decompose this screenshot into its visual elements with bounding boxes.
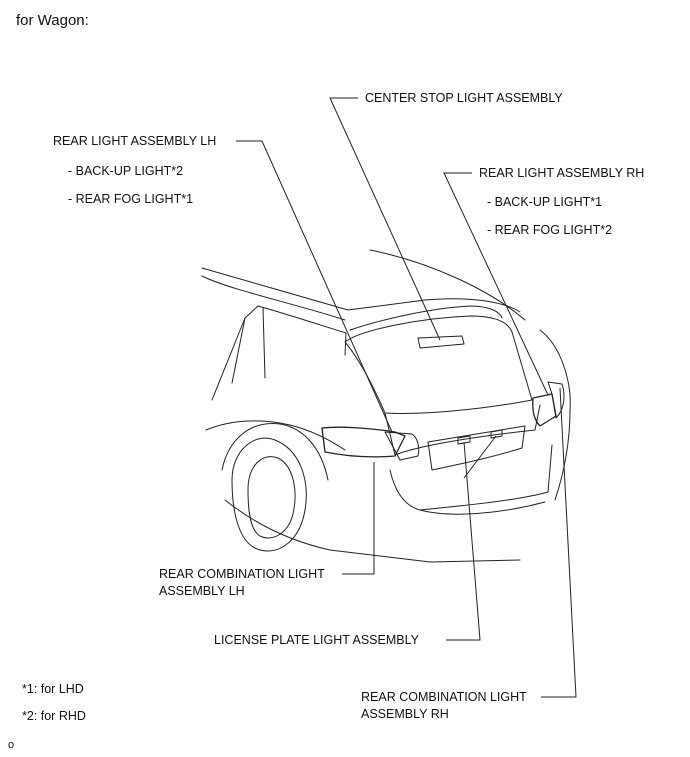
car-side-upper xyxy=(201,275,346,321)
car-bumper xyxy=(389,444,553,511)
label-license-plate-light: LICENSE PLATE LIGHT ASSEMBLY xyxy=(214,633,419,647)
car-bumper-lower xyxy=(419,501,546,515)
license-plate-light-right xyxy=(490,429,503,439)
car-rear-spoiler xyxy=(349,305,503,331)
label-rear-combination-rh-1: REAR COMBINATION LIGHT xyxy=(361,690,527,704)
label-center-stop-light: CENTER STOP LIGHT ASSEMBLY xyxy=(365,91,563,105)
leader-rear-light-lh xyxy=(236,140,393,433)
leader-license-plate xyxy=(446,441,481,641)
label-rear-combination-rh-2: ASSEMBLY RH xyxy=(361,707,449,721)
note-rhd: *2: for RHD xyxy=(22,709,86,723)
car-side-window-divider xyxy=(231,307,266,384)
car-rear-window xyxy=(344,315,533,414)
car-roof-line xyxy=(201,267,521,313)
figure-code: o xyxy=(8,739,15,751)
car-rear-wheel-inner xyxy=(247,456,296,539)
leader-rear-light-rh xyxy=(443,172,549,396)
rear-light-rh xyxy=(532,393,557,427)
label-rh-backup-light: - BACK-UP LIGHT*1 xyxy=(487,195,603,209)
page-title: for Wagon: xyxy=(16,12,89,29)
car-side-window xyxy=(211,305,347,401)
license-plate-light-left xyxy=(457,435,471,445)
note-lhd: *1: for LHD xyxy=(22,682,84,696)
leader-rear-comb-lh xyxy=(342,462,375,575)
rear-combination-light-rh xyxy=(547,381,565,419)
car-plate-recess xyxy=(427,425,526,471)
label-rear-light-lh: REAR LIGHT ASSEMBLY LH xyxy=(53,134,217,148)
label-rh-rear-fog-light: - REAR FOG LIGHT*2 xyxy=(487,223,613,237)
car-hatch-lower xyxy=(384,404,541,456)
label-lh-rear-fog-light: - REAR FOG LIGHT*1 xyxy=(68,192,194,206)
center-stop-light xyxy=(417,335,465,349)
car-side-body xyxy=(205,420,346,451)
label-rear-light-rh: REAR LIGHT ASSEMBLY RH xyxy=(479,166,645,180)
car-rear-wheel xyxy=(231,437,307,552)
leader-license-plate-2 xyxy=(463,435,497,479)
label-lh-backup-light: - BACK-UP LIGHT*2 xyxy=(68,164,184,178)
car-roof-rail xyxy=(369,249,526,321)
leader-center-stop xyxy=(329,97,441,341)
label-rear-combination-lh-1: REAR COMBINATION LIGHT xyxy=(159,567,325,581)
rear-combination-light-lh xyxy=(384,431,420,461)
label-rear-combination-lh-2: ASSEMBLY LH xyxy=(159,584,245,598)
car-side-sill xyxy=(224,499,521,563)
leader-rear-comb-rh xyxy=(541,387,577,698)
car-wheel-arch xyxy=(221,423,329,481)
car-rear-quarter-rh xyxy=(539,329,571,501)
rear-light-lh xyxy=(321,426,406,458)
